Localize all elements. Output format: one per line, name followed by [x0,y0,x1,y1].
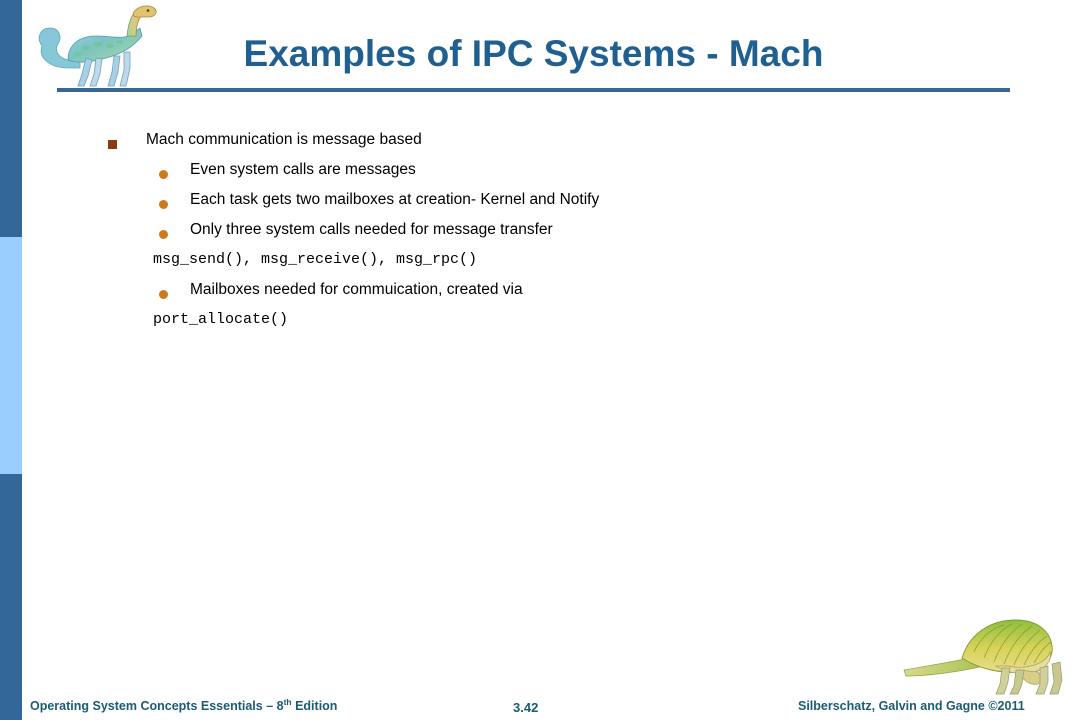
bullet-level2-label: Only three system calls needed for messa… [190,221,553,238]
bullet-level2-row: Each task gets two mailboxes at creation… [0,190,1080,220]
sidebar-band-middle [0,237,22,474]
bullet-level2-label: Each task gets two mailboxes at creation… [190,191,600,208]
round-bullet-icon [159,230,168,239]
bullet-level2-label: Even system calls are messages [190,161,416,178]
bullet-level2-row: Only three system calls needed for messa… [0,220,1080,250]
dinosaur-icon-bottom-right [900,608,1072,696]
footer-book-main: Operating System Concepts Essentials – 8 [30,699,284,713]
footer-book-title: Operating System Concepts Essentials – 8… [30,696,338,713]
title-underline-rule [57,88,1010,92]
sidebar-band-top [0,0,22,237]
slide-title: Examples of IPC Systems - Mach [243,33,824,74]
slide-body: Mach communication is message based Even… [0,130,1080,340]
footer-book-tail: Edition [291,699,338,713]
bullet-level2-label: Mailboxes needed for commuication, creat… [190,281,523,298]
round-bullet-icon [159,290,168,299]
round-bullet-icon [159,200,168,209]
code-line-row: port_allocate() [0,310,1080,340]
sidebar-band-bottom [0,474,22,720]
bullet-level1-label: Mach communication is message based [146,131,422,148]
bullet-level2-row: Even system calls are messages [0,160,1080,190]
code-snippet: msg_send(), msg_receive(), msg_rpc() [153,251,478,268]
code-snippet: port_allocate() [153,311,289,328]
footer-book-ordinal: th [283,696,292,707]
square-bullet-icon [108,140,117,149]
footer-copyright: Silberschatz, Galvin and Gagne ©2011 [798,699,1025,713]
code-line-row: msg_send(), msg_receive(), msg_rpc() [0,250,1080,280]
footer-page-number: 3.42 [513,700,539,715]
bullet-level1-row: Mach communication is message based [0,130,1080,160]
round-bullet-icon [159,170,168,179]
bullet-level2-row: Mailboxes needed for commuication, creat… [0,280,1080,310]
dinosaur-icon-top-left [34,2,162,88]
left-color-bands [0,0,22,720]
